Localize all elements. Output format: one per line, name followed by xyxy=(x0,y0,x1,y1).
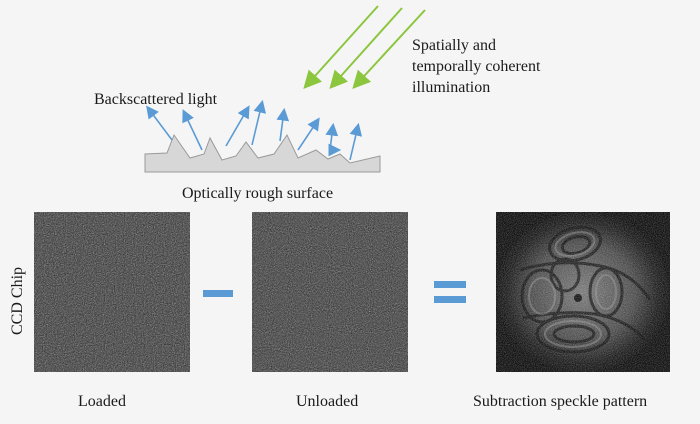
minus-sign xyxy=(203,290,233,297)
green-incident-arrow xyxy=(352,9,426,89)
illumination-label-line-3: illumination xyxy=(412,79,490,96)
loaded-label: Loaded xyxy=(78,393,126,410)
blue-backscatter-arrow xyxy=(297,117,320,151)
blue-backscatter-arrow xyxy=(276,107,290,142)
ccd-chip-label: CCD Chip xyxy=(9,267,26,335)
illumination-label-line-2: temporally coherent xyxy=(412,58,541,75)
incident-light-rays xyxy=(303,5,426,89)
unloaded-speckle-image xyxy=(252,212,408,372)
rough-surface-profile xyxy=(144,133,381,173)
subtraction-label: Subtraction speckle pattern xyxy=(473,393,647,410)
backscattered-rays xyxy=(146,99,363,161)
equals-sign xyxy=(434,281,466,303)
blue-backscatter-arrow xyxy=(349,122,363,161)
backscattered-light-label: Backscattered light xyxy=(94,91,218,108)
green-incident-arrow xyxy=(303,5,379,89)
loaded-speckle-image xyxy=(34,212,190,372)
unloaded-label: Unloaded xyxy=(296,393,358,410)
blue-backscatter-arrow xyxy=(146,105,173,141)
green-incident-arrow xyxy=(329,7,403,89)
blue-backscatter-arrow xyxy=(251,99,267,146)
subtraction-speckle-image xyxy=(496,212,670,372)
illumination-label-line-1: Spatially and xyxy=(412,37,496,54)
blue-backscatter-arrow xyxy=(182,109,203,151)
blue-backscatter-arrow xyxy=(325,122,339,151)
surface-label: Optically rough surface xyxy=(182,185,333,202)
blue-backscatter-arrow xyxy=(225,105,250,147)
